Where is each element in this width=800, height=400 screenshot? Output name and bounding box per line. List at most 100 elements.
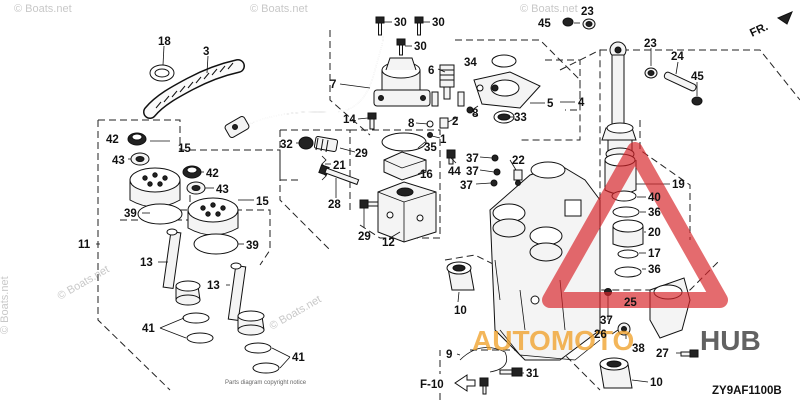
diagram-code: ZY9AF1100B (712, 385, 782, 397)
callout-45-b: 45 (691, 71, 704, 83)
callout-37-c: 37 (460, 180, 473, 192)
callout-2: 2 (452, 116, 458, 128)
part-5-reservoir-cap (473, 71, 541, 109)
callout-29-b: 29 (358, 231, 371, 243)
callout-42-a: 42 (106, 134, 119, 146)
callout-labels: 30 30 30 18 3 7 6 34 5 4 45 23 23 24 45 … (78, 6, 704, 389)
part-13-rod-b (227, 262, 265, 336)
callout-30-b: 30 (432, 17, 445, 29)
brand-text-dark: HUB (700, 325, 761, 356)
callout-28: 28 (328, 199, 341, 211)
part-37-ball-a (491, 154, 499, 162)
callout-39-b: 39 (246, 240, 259, 252)
part-41-ring-b2 (252, 362, 280, 374)
svg-text:FR.: FR. (748, 21, 770, 40)
part-22-check-valve (513, 169, 523, 186)
part-17-ring (617, 249, 639, 259)
brand-overlay-logo: AUTOMOTO HUB (472, 142, 761, 356)
svg-text:F-10: F-10 (420, 379, 444, 391)
callout-44: 44 (448, 166, 461, 178)
callout-25: 25 (624, 297, 637, 309)
callout-36-a: 36 (648, 207, 661, 219)
callout-37-b: 37 (466, 166, 479, 178)
part-24-pin (663, 71, 697, 92)
group-outline-cylinders-left (97, 120, 171, 391)
callout-29-a: 29 (355, 148, 368, 160)
callout-40: 40 (648, 192, 661, 204)
part-23-bushing-a (582, 18, 596, 30)
part-18-clamp (149, 64, 175, 82)
watermark-top-left: © Boats.net (14, 3, 72, 15)
part-8-small-a (466, 106, 474, 114)
part-13-rod-a (162, 228, 201, 306)
callout-27: 27 (656, 348, 669, 360)
callout-33: 33 (514, 112, 527, 124)
callout-10-a: 10 (454, 305, 467, 317)
callout-30-c: 30 (414, 41, 427, 53)
callout-23-b: 23 (644, 38, 657, 50)
fig-ref-f10: F-10 (418, 374, 489, 395)
part-32-valve-screw (298, 135, 339, 153)
part-12-pump-block (377, 181, 437, 243)
part-39-o-ring-a (137, 203, 183, 225)
part-1-ball (427, 132, 433, 138)
watermark-left: © Boats.net (0, 276, 11, 334)
part-34-o-ring (491, 54, 517, 68)
part-43-seal-b (186, 181, 206, 195)
group-outline-motor (329, 30, 371, 136)
part-cylinder-cap-a (129, 167, 181, 208)
callout-37-a: 37 (466, 153, 479, 165)
callout-4: 4 (578, 97, 585, 109)
callout-32: 32 (280, 139, 293, 151)
part-36-o-ring-a (612, 206, 640, 218)
bolt-30-a (375, 16, 385, 36)
group-outline-19 (639, 120, 691, 240)
callout-23-a: 23 (581, 6, 594, 18)
front-direction-indicator: FR. (748, 11, 793, 40)
group-outline-trim-top (600, 49, 800, 101)
part-26-nut (617, 322, 631, 336)
part-37-ball-c (490, 179, 498, 187)
part-3-hose (143, 59, 245, 119)
part-27-screw (680, 349, 699, 358)
part-35-o-ring (381, 132, 427, 152)
group-outline-valve-left (279, 130, 331, 251)
callout-14: 14 (343, 114, 356, 126)
bolt-30-b (414, 16, 424, 36)
callout-22: 22 (512, 155, 525, 167)
callout-45-a: 45 (538, 18, 551, 30)
callout-19: 19 (672, 179, 685, 191)
part-31-bolt (499, 367, 523, 377)
watermark-lower-left: © Boats.net (56, 263, 112, 302)
part-37-ball-b (493, 168, 501, 176)
footer-note: Parts diagram copyright notice (225, 380, 307, 386)
callout-11: 11 (78, 239, 91, 251)
callout-3: 3 (203, 46, 209, 58)
watermark-center: © Boats.net (268, 293, 324, 332)
brand-text-orange: AUTOMOTO (472, 325, 634, 356)
part-2-valve (439, 117, 449, 129)
part-42-seal-a (127, 132, 147, 146)
callout-18: 18 (158, 36, 171, 48)
part-41-ring-a1 (182, 312, 210, 324)
part-cylinder-cap-b (187, 197, 239, 236)
part-10-bushing-b (599, 357, 633, 389)
part-28-bolt (318, 164, 360, 186)
part-29-bolt (359, 199, 379, 209)
callout-43-a: 43 (112, 155, 125, 167)
part-41-ring-a2 (186, 332, 214, 344)
leader-lines (96, 21, 698, 383)
callout-39-a: 39 (124, 208, 137, 220)
callout-41-a: 41 (142, 323, 155, 335)
part-23-bushing-b (644, 67, 658, 79)
part-14-screw (367, 112, 377, 130)
callout-20: 20 (648, 227, 661, 239)
callout-41-b: 41 (292, 352, 305, 364)
part-6-trim-motor (373, 57, 431, 107)
callout-16: 16 (420, 169, 433, 181)
callout-42-b: 42 (206, 168, 219, 180)
part-44-bleed (446, 149, 456, 165)
group-outline-5 (545, 59, 581, 111)
part-7-wire-harness (224, 33, 384, 138)
